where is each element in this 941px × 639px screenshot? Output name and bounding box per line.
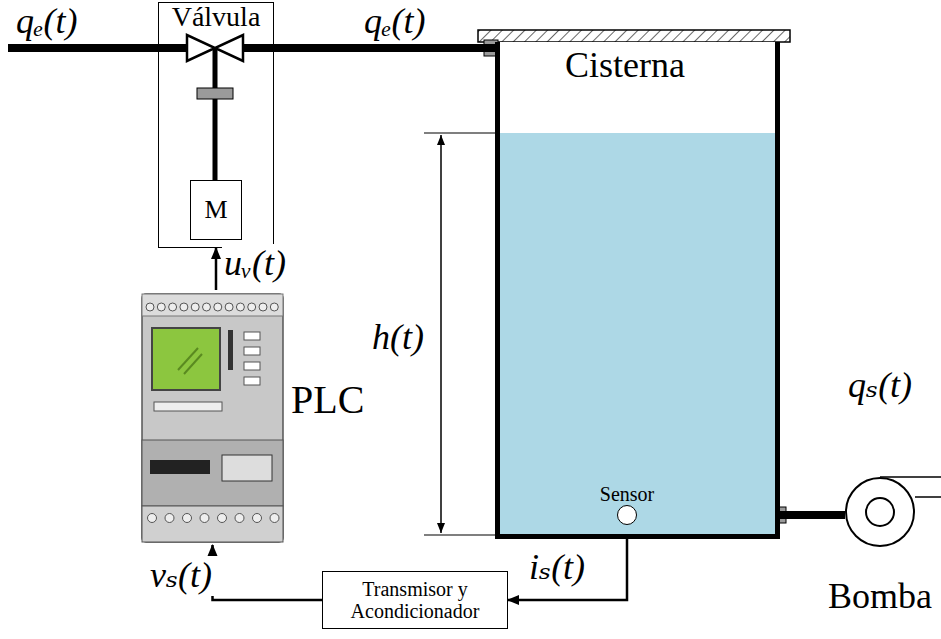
signal-label: uᵥ(t) [222, 244, 288, 284]
node-label: PLC [291, 378, 364, 422]
pump: Bomba [845, 477, 915, 547]
node-label: Transmisor y Acondicionador [335, 578, 495, 622]
plc-unit: PLC [140, 290, 285, 545]
transmitter-box: Transmisor y Acondicionador [322, 571, 508, 629]
signal-arrow [215, 248, 218, 290]
valve-coupling [197, 88, 233, 99]
inlet-pipe [8, 44, 187, 52]
signal-label: iₛ(t) [527, 548, 587, 588]
dimension-label: h(t) [370, 318, 426, 358]
signal-label: qₑ(t) [362, 2, 427, 42]
inlet-pipe [274, 44, 495, 52]
signal-label: qₑ(t) [14, 2, 79, 42]
valve-symbol [187, 35, 243, 61]
outlet-pipe [780, 511, 845, 519]
pump-illustration [844, 476, 916, 548]
pump-outlet [915, 496, 941, 498]
signal-arrow [213, 545, 323, 600]
valve-stem [213, 48, 218, 181]
level-tick [424, 132, 496, 133]
tank: CisternaSensor [495, 42, 780, 539]
node-label: Sensor [600, 483, 654, 505]
node-label: Válvula [159, 3, 273, 31]
level-tick [424, 534, 496, 535]
valve-pipe [243, 44, 273, 52]
node-label: Cisterna [565, 46, 685, 86]
valve-box: VálvulaM [158, 2, 274, 248]
motor-box: M [190, 180, 242, 240]
tank-lid [478, 30, 790, 42]
signal-label: vₛ(t) [148, 556, 214, 596]
plc-illustration [140, 290, 285, 545]
level-dimension [440, 135, 442, 533]
pump-outlet [880, 476, 941, 478]
node-label: M [204, 196, 227, 225]
signal-label: qₛ(t) [846, 366, 914, 406]
node-label: Bomba [828, 577, 932, 617]
level-sensor: Sensor [617, 505, 637, 525]
